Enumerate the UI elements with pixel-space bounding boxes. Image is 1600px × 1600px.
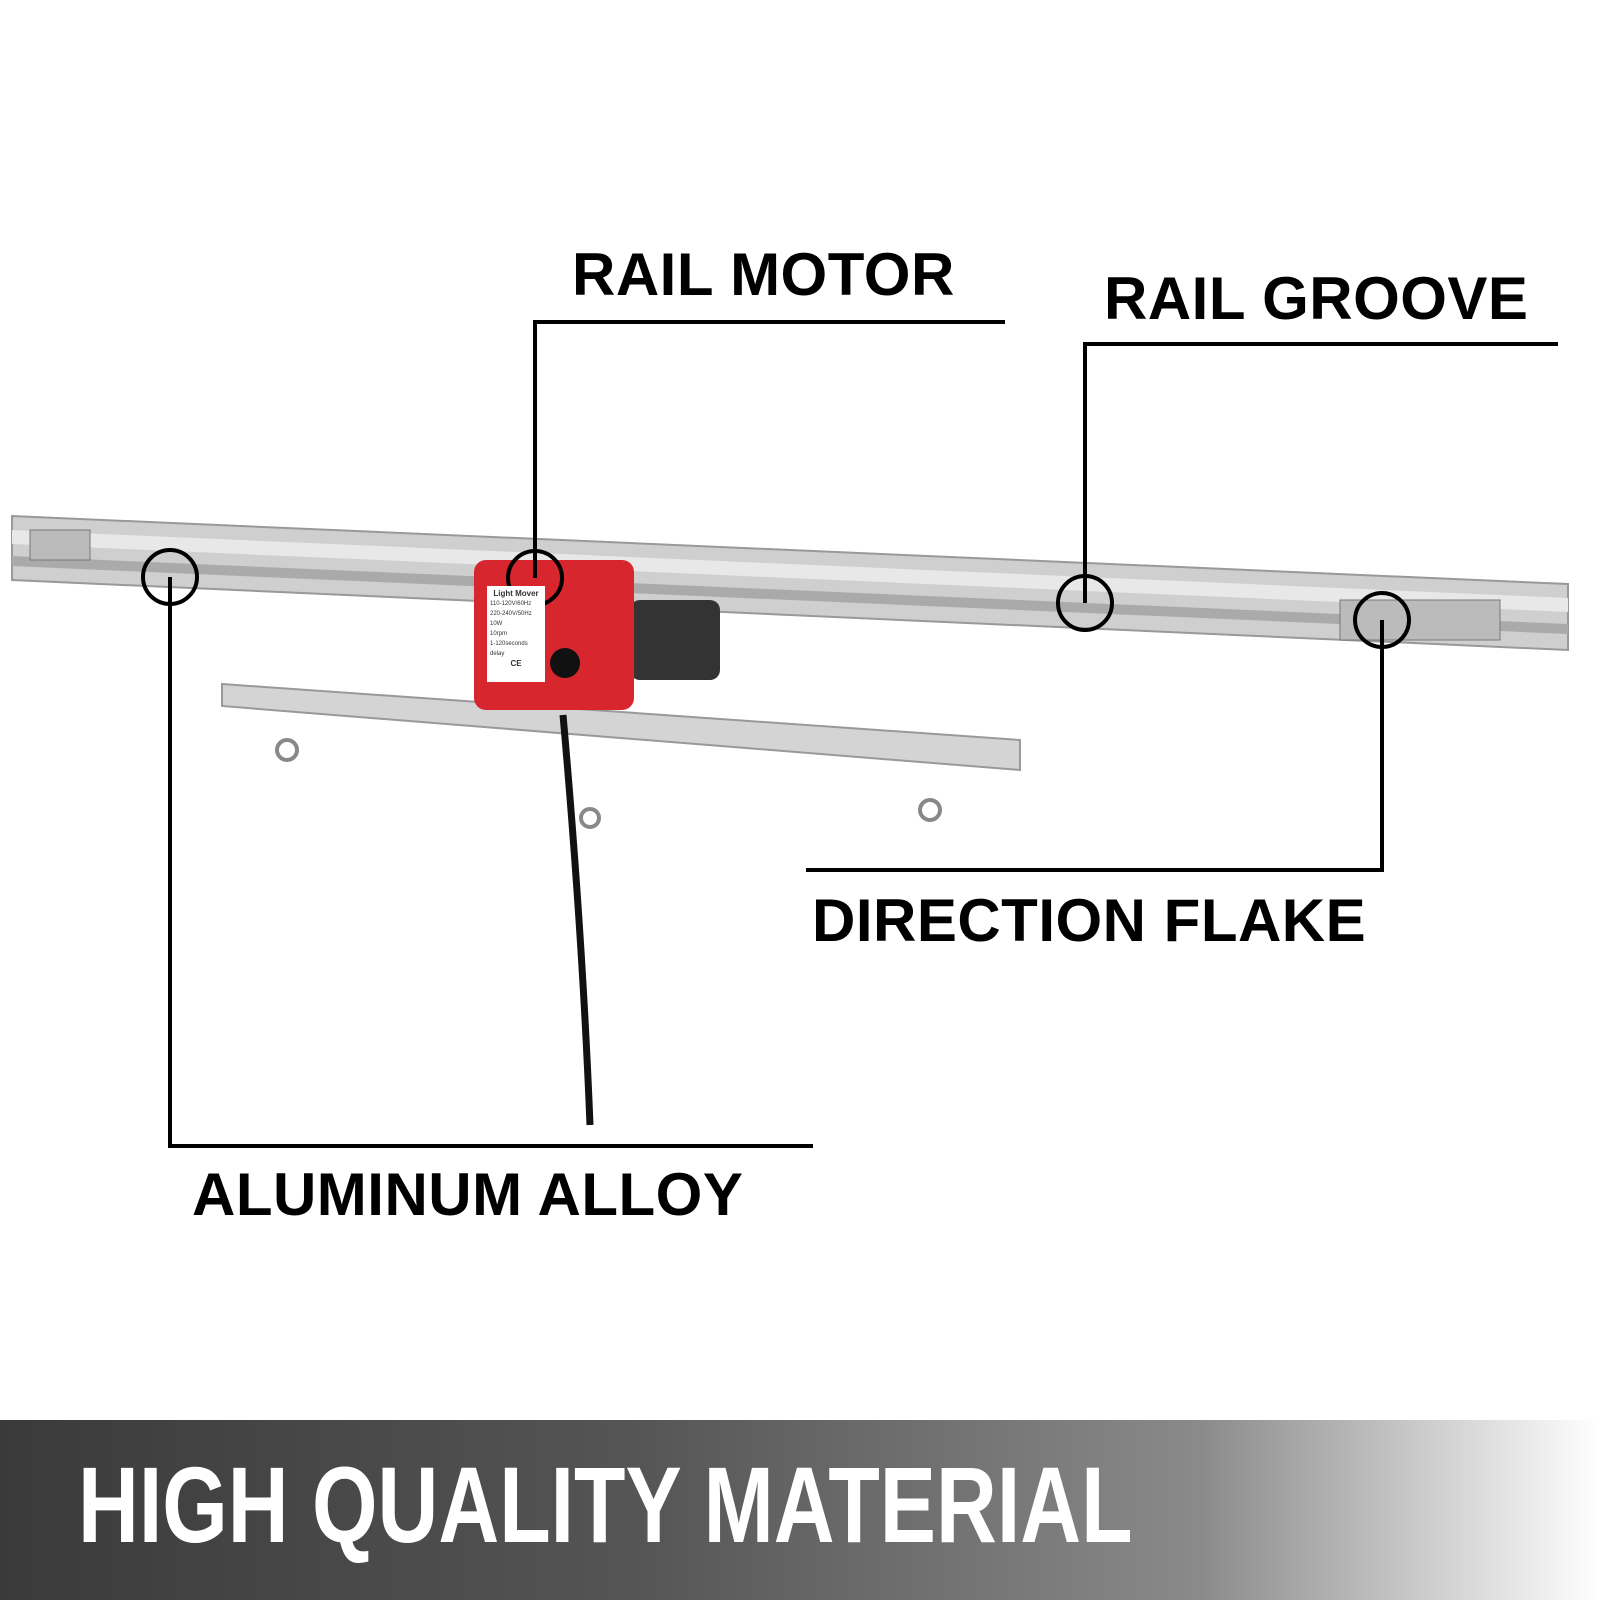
end-bracket-right [1339, 599, 1501, 641]
aluminum-rail [11, 514, 1569, 652]
bottom-banner: HIGH QUALITY MATERIAL [0, 1420, 1600, 1600]
motor-label-line: 10W [490, 621, 503, 627]
motor-label-line: 1-120seconds delay [490, 641, 528, 657]
eye-hook [918, 798, 942, 822]
hanging-bar [221, 682, 1021, 772]
aluminum-alloy-leader [168, 577, 813, 1148]
motor-label-line: 110-120V/60Hz [490, 601, 532, 607]
aluminum-alloy-marker [141, 548, 199, 606]
ce-mark: CE [510, 659, 522, 668]
direction-flake-leader [806, 620, 1384, 872]
callout-aluminum-alloy: ALUMINUM ALLOY [192, 1161, 744, 1228]
motor-drive [630, 600, 720, 680]
callout-rail-motor: RAIL MOTOR [572, 241, 955, 308]
callout-direction-flake: DIRECTION FLAKE [812, 887, 1367, 954]
rail-motor-leader [533, 320, 1005, 578]
rail-groove-marker [1056, 574, 1114, 632]
speed-knob [550, 648, 580, 678]
rail-groove-strip-lower [12, 556, 1568, 634]
motor-spec-label: Light Mover 110-120V/60Hz 220-240V/50Hz … [487, 586, 545, 682]
motor-label-line: 10rpm [490, 631, 508, 637]
eye-hook [275, 738, 299, 762]
rail-groove-leader [1083, 342, 1558, 603]
motor-label-title: Light Mover [493, 589, 539, 598]
eye-hook [579, 807, 601, 829]
direction-flake-marker [1353, 591, 1411, 649]
rail-groove-strip [12, 530, 1568, 612]
power-cable [559, 714, 594, 1126]
callout-rail-groove: RAIL GROOVE [1104, 265, 1529, 332]
banner-headline: HIGH QUALITY MATERIAL [78, 1444, 1133, 1565]
motor-label-line: 220-240V/50Hz [490, 611, 532, 617]
end-bracket-left [29, 529, 91, 561]
